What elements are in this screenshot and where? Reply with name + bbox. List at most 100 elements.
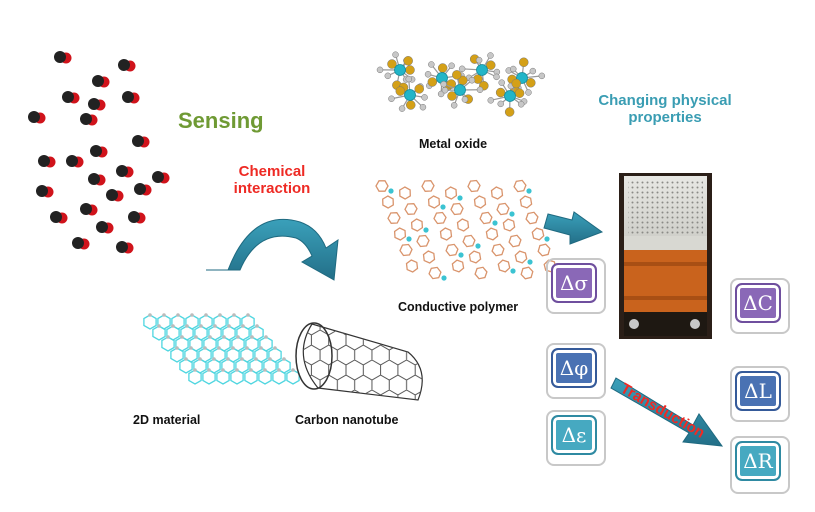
gas-molecule [106,189,124,202]
changing-physical-properties-label: Changing physical properties [598,92,732,127]
polymer-unit [382,195,394,209]
conductive-polymer-label: Conductive polymer [398,300,519,314]
gas-molecule [128,211,146,224]
polymer-unit [474,266,488,280]
gas-molecule [116,241,134,254]
delta-l-badge: ΔL [735,371,781,411]
polymer-unit [467,179,481,193]
delta-sigma-badge: Δσ [551,263,597,303]
chemical-interaction-arrow [206,218,339,281]
metal-oxide-structure [376,51,546,117]
gas-molecule [62,91,80,104]
sensing-label: Sensing [178,108,264,133]
gas-molecule [28,111,46,124]
polymer-unit [416,234,430,248]
polymer-unit [433,211,447,225]
polymer-unit [537,243,551,257]
polymer-unit [479,211,498,226]
gas-molecule [122,91,140,104]
polymer-unit [462,234,481,249]
polymer-unit [375,180,394,194]
polymer-unit [450,202,464,216]
chemical-interaction-label: Chemical interaction [233,163,311,198]
metal-oxide-cluster [440,70,484,109]
polymer-unit [451,259,465,273]
gas-molecule [50,211,68,224]
metal-oxide-cluster [487,78,528,117]
polymer-unit [519,195,533,209]
metal-oxide-cluster [376,51,416,90]
polymer-unit [428,266,447,281]
polymer-unit [468,250,482,264]
gas-molecule [96,221,114,234]
polymer-unit [399,186,411,200]
polymer-unit [485,227,499,241]
gas-molecule [92,75,110,88]
sensor-device-photo [619,173,712,339]
gas-molecule [80,203,98,216]
metal-oxide-cluster [424,61,465,98]
polymer-unit [508,234,522,248]
polymer-unit [427,195,446,210]
polymer-unit [525,211,539,225]
polymer-unit [444,186,463,201]
polymer-unit [456,218,470,232]
polymer-unit [410,218,429,233]
delta-epsilon-badge: Δε [551,415,597,455]
gas-molecule [132,135,150,148]
badge-frame [730,436,790,494]
honeycomb-sheet [143,313,300,385]
gas-molecule [118,59,136,72]
metal-oxide-cluster [505,57,546,96]
polymer-to-device-arrow [543,211,604,245]
gas-molecules [28,51,170,254]
gas-molecule [72,237,90,250]
badge-frame [546,343,606,399]
badge-frame [546,410,606,466]
polymer-unit [490,186,504,200]
polymer-unit [531,227,550,242]
delta-r-badge: ΔR [735,441,781,481]
polymer-unit [445,243,464,258]
polymer-unit [405,259,419,273]
2d-material-lattice [143,313,300,385]
badge-frame [546,258,606,314]
polymer-unit [497,259,516,274]
gas-molecule [88,173,106,186]
polymer-unit [520,266,534,280]
metal-oxide-cluster [458,52,501,91]
gas-molecule [38,155,56,168]
polymer-unit [502,218,516,232]
polymer-unit [514,250,533,265]
polymer-unit [496,202,515,217]
gas-molecule [88,98,106,111]
metal-oxide-label: Metal oxide [419,137,488,151]
carbon-nanotube-graphic [295,322,423,401]
gas-molecule [66,155,84,168]
gas-molecule [134,183,152,196]
gas-molecule [80,113,98,126]
delta-phi-badge: Δφ [551,348,597,388]
transduction-arrow [610,377,724,447]
gas-molecule [54,51,72,64]
polymer-unit [439,227,453,241]
polymer-unit [473,195,487,209]
badge-frame [730,278,790,334]
polymer-unit [422,250,436,264]
conductive-polymer-structure [375,179,557,281]
polymer-unit [513,179,532,194]
polymer-unit [399,243,413,257]
polymer-unit [421,180,435,192]
polymer-unit [404,203,418,215]
delta-c-badge: ΔC [735,283,781,323]
badge-frame [730,366,790,422]
2d-material-label: 2D material [133,413,201,427]
polymer-unit [387,212,401,224]
gas-molecule [90,145,108,158]
gas-molecule [116,165,134,178]
metal-oxide-cluster [388,75,428,112]
polymer-unit [491,243,505,257]
gas-molecule [36,185,54,198]
polymer-unit [393,227,412,242]
